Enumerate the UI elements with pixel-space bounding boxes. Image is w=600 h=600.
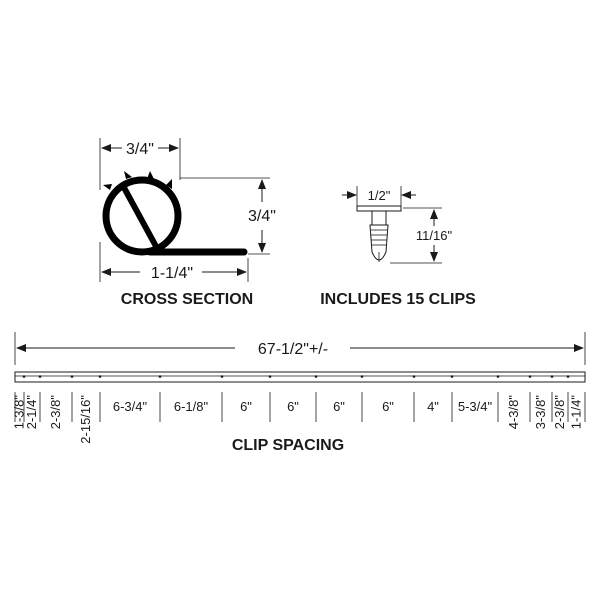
clip-dot xyxy=(158,375,162,378)
strip-bar xyxy=(14,371,586,383)
clip-height-label: 11/16" xyxy=(416,228,453,243)
clip-dot xyxy=(566,375,570,378)
clip-spacing-label: 2-1/4" xyxy=(24,395,39,430)
strip-length-label: 67-1/2"+/- xyxy=(258,341,328,358)
clip-dot xyxy=(38,375,42,378)
cross-section-group: 3/4" 3/4" 1-1/4" CROSS SECTION xyxy=(99,138,276,308)
clip-spacing-label: 4" xyxy=(427,399,439,414)
clip-spacing-label: 6-3/4" xyxy=(113,399,148,414)
clip-dot xyxy=(412,375,416,378)
clip-spacing-label: 2-15/16" xyxy=(78,395,93,444)
clip-dot xyxy=(450,375,454,378)
clip-spacing-label: 4-3/8" xyxy=(506,395,521,430)
clip-dot xyxy=(550,375,554,378)
cross-section-width-label: 3/4" xyxy=(126,141,154,158)
clip-dot xyxy=(70,375,74,378)
clip-dot xyxy=(98,375,102,378)
clip-spacing-label: 3-3/8" xyxy=(533,395,548,430)
clip-dot xyxy=(22,375,26,378)
clip-spacing-labels: 1-3/8"2-1/4" 2-3/8" 2-15/16" 6-3/4" 6-1/8" 6"… xyxy=(12,395,584,444)
clip-spacing-label: 1-1/4" xyxy=(569,395,584,430)
clip-spacing-label: 6-1/8" xyxy=(174,399,209,414)
clip-dot xyxy=(528,375,532,378)
clip-spacing-label: 6" xyxy=(333,399,345,414)
strip-group: 67-1/2"+/- 1-3/8"2-1/4" 2-3/8" 2-15/16" 6-3… xyxy=(12,332,586,454)
clip-dot xyxy=(220,375,224,378)
cross-section-height-label: 3/4" xyxy=(248,208,276,225)
cross-section-caption: CROSS SECTION xyxy=(121,291,253,308)
clip-dot xyxy=(314,375,318,378)
clip-spacing-label: 5-3/4" xyxy=(458,399,493,414)
clip-width-label: 1/2" xyxy=(368,188,391,203)
clip-positions xyxy=(22,375,570,378)
clip-spacing-separators xyxy=(14,392,586,422)
clip-dot xyxy=(268,375,272,378)
clip-dot xyxy=(360,375,364,378)
clip-spacing-label: 6" xyxy=(382,399,394,414)
cross-section-base-label: 1-1/4" xyxy=(151,265,193,282)
clip-spacing-label: 1-3/8" xyxy=(12,395,27,430)
clip-spacing-label: 6" xyxy=(287,399,299,414)
clip-spacing-label: 2-3/8" xyxy=(48,395,63,430)
cross-section-profile xyxy=(102,171,248,256)
clip-drawing xyxy=(356,205,402,262)
clip-spacing-caption: CLIP SPACING xyxy=(232,437,344,454)
clip-spacing-label: 6" xyxy=(240,399,252,414)
clip-caption: INCLUDES 15 CLIPS xyxy=(320,291,476,308)
clip-dot xyxy=(496,375,500,378)
clip-spacing-label: 2-3/8" xyxy=(552,395,567,430)
clip-group: 1/2" 11/16" INCLUDES 15 CLIPS xyxy=(320,186,476,308)
